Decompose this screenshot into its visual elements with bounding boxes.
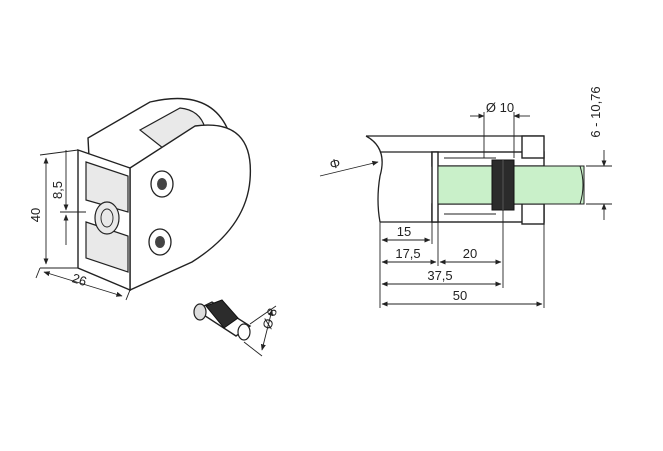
dim-50-label: 50 (453, 288, 467, 303)
screw-bottom-icon (148, 228, 172, 256)
dim-pin-dia-label: Ø 8 (259, 306, 280, 331)
dim-glass-range-label: 6 - 10,76 (588, 86, 603, 137)
pin-end-right (237, 323, 251, 341)
pin-part: Ø 8 (193, 299, 280, 357)
clamp-side-bore-inner (100, 208, 114, 228)
clamp-bottom-lip (521, 203, 545, 225)
dim-height-label: 40 (28, 208, 43, 222)
glass-panel-right (513, 165, 585, 205)
clamp-side-bore (94, 201, 120, 235)
clamp-section-view: Φ Ø 10 6 - 10,76 15 17,5 20 37,5 50 (319, 86, 612, 308)
dim-17-5-label: 17,5 (395, 246, 420, 261)
screw-top-icon (150, 170, 174, 198)
dim-depth-label: 26 (70, 270, 88, 289)
clamp-isometric-view: 40 8,5 26 (28, 97, 252, 301)
pipe-profile (365, 135, 383, 223)
dim-15-label: 15 (397, 224, 411, 239)
dim-bore-label: Ø 10 (486, 100, 514, 115)
glass-panel-left (437, 165, 493, 205)
dim-37-5-label: 37,5 (427, 268, 452, 283)
clamp-top-lip (521, 135, 545, 159)
dim-pipe-label: Φ (328, 155, 342, 172)
pin-rubber-sleeve (205, 299, 239, 329)
pin-end-left (193, 303, 207, 321)
dim-slot-label: 8,5 (50, 181, 65, 199)
clamp-side-slot (85, 161, 129, 213)
clamp-back-wall (431, 151, 439, 223)
dim-20-label: 20 (463, 246, 477, 261)
